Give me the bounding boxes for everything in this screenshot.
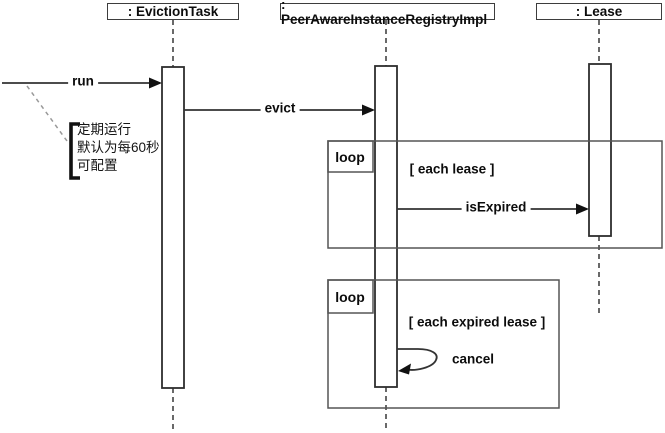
message-label-cancel: cancel [447,352,499,368]
arrowhead-run-icon [149,77,162,89]
participant-box-registry: : PeerAwareInstanceRegistryImpl [280,0,495,27]
arrowhead-evict-icon [362,104,375,116]
activation-lease [588,63,612,237]
note-line-1: 定期运行 [77,122,131,137]
arrowhead-cancel-icon [398,363,411,375]
note-line-2: 默认为每60秒 [77,140,160,155]
note-connector-line [26,85,68,142]
loop-frame-each-lease [327,140,663,249]
message-label-isexpired: isExpired [461,200,531,216]
loop-operator-label-1: loop [335,149,365,165]
participant-box-evictiontask: : EvictionTask [107,3,239,20]
note-text-block: 定期运行 默认为每60秒 可配置 [77,121,160,175]
loop-operator-label-2: loop [335,289,365,305]
participant-label-lease: : Lease [575,4,623,19]
activation-bars [161,63,612,389]
message-arrowheads [149,77,589,375]
lifelines [172,20,600,433]
participant-box-lease: : Lease [536,3,662,20]
note-line-3: 可配置 [77,158,118,173]
arrowhead-isexpired-icon [576,203,589,215]
activation-evictiontask [161,66,185,389]
participant-label-evictiontask: : EvictionTask [127,4,219,19]
guard-label-each-expired-lease: [ each expired lease ] [408,314,546,330]
message-line-cancel-selfcall [397,348,438,371]
guard-label-each-lease: [ each lease ] [409,161,495,177]
participant-label-registry: : PeerAwareInstanceRegistryImpl [281,0,488,27]
activation-registry [374,65,398,388]
message-label-evict: evict [260,101,300,117]
loop-frames [327,140,663,409]
message-label-run: run [68,74,98,90]
